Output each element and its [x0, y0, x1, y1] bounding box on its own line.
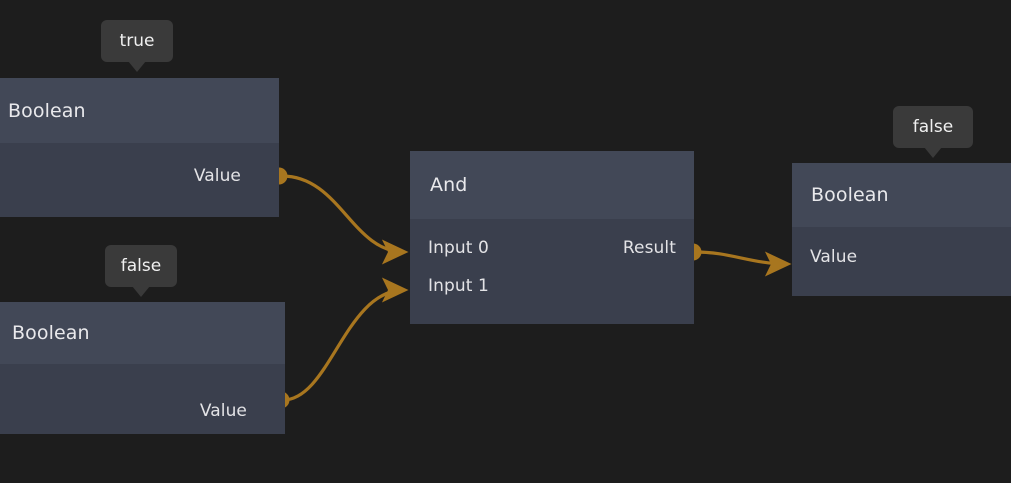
- tooltip-text: true: [119, 31, 155, 51]
- edge-bool1-input0[interactable]: [281, 174, 409, 265]
- output-port-label: Value: [193, 166, 241, 186]
- node-body: Value: [0, 143, 279, 217]
- node-boolean-1[interactable]: Boolean Value: [0, 78, 279, 217]
- input-port-label: Input 0: [428, 238, 489, 258]
- output-port-label: Value: [199, 401, 247, 421]
- input-port-row-value[interactable]: Value: [810, 246, 857, 268]
- node-header[interactable]: Boolean: [0, 302, 285, 364]
- output-port-row-value[interactable]: Value: [194, 165, 241, 187]
- input-port-row-input-1[interactable]: Input 1: [428, 275, 489, 297]
- tooltip-tail-icon: [128, 61, 146, 72]
- tooltip-tail-icon: [132, 286, 150, 297]
- node-title: And: [430, 174, 468, 196]
- node-body: Value: [792, 227, 1011, 296]
- node-body: Value: [0, 364, 285, 434]
- edge-bool2-input1[interactable]: [282, 277, 409, 402]
- output-port-label: Result: [622, 238, 676, 258]
- node-and[interactable]: And Input 0 Input 1 Result: [410, 151, 694, 324]
- node-title: Boolean: [811, 184, 889, 206]
- node-boolean-2[interactable]: Boolean Value: [0, 302, 285, 434]
- edge-result-bool3[interactable]: [695, 250, 792, 277]
- tooltip-text: false: [120, 256, 162, 276]
- node-header[interactable]: Boolean: [0, 78, 279, 143]
- tooltip-text: false: [912, 117, 954, 137]
- tooltip-boolean-1: true: [101, 20, 173, 72]
- tooltip-boolean-2: false: [105, 245, 177, 297]
- tooltip-boolean-3: false: [893, 106, 973, 158]
- tooltip-tail-icon: [924, 147, 942, 158]
- node-boolean-3[interactable]: Boolean Value: [792, 163, 1011, 296]
- node-title: Boolean: [8, 99, 86, 122]
- output-port-row-value[interactable]: Value: [200, 400, 247, 422]
- node-title: Boolean: [12, 322, 90, 344]
- input-port-row-input-0[interactable]: Input 0: [428, 237, 489, 259]
- input-port-label: Value: [810, 247, 858, 267]
- node-header[interactable]: Boolean: [792, 163, 1011, 227]
- node-body: Input 0 Input 1 Result: [410, 219, 694, 324]
- node-header[interactable]: And: [410, 151, 694, 219]
- output-port-row-result[interactable]: Result: [623, 237, 676, 259]
- input-port-label: Input 1: [428, 276, 489, 296]
